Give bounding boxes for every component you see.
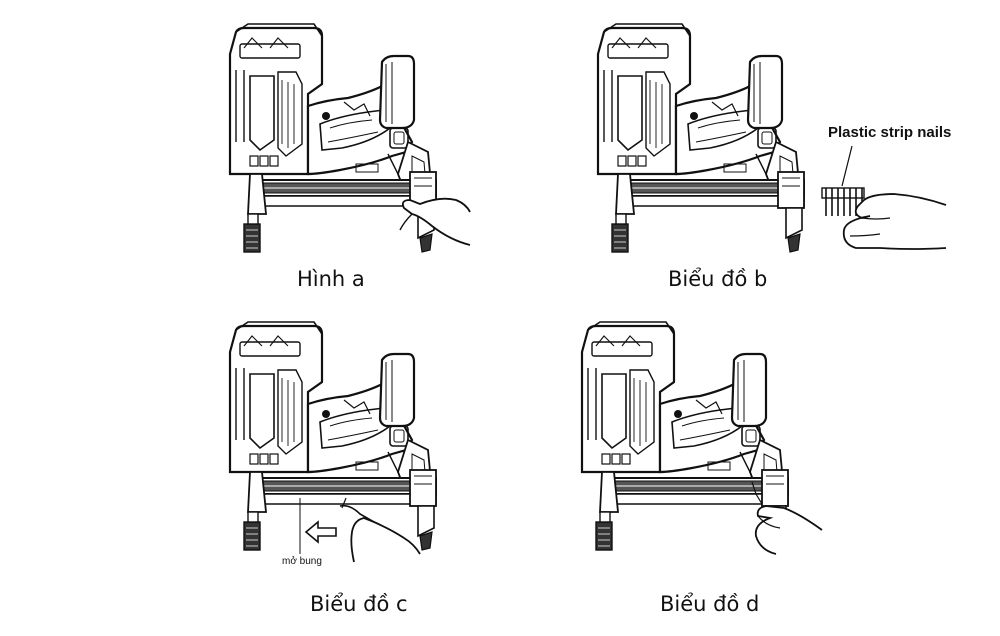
- caption-c: Biểu đồ c: [310, 592, 408, 616]
- caption-b: Biểu đồ b: [668, 267, 768, 291]
- hand-d: [754, 505, 823, 555]
- panel-a: Hình a: [0, 0, 500, 318]
- panel-c: mở bung Biểu đồ c: [0, 318, 500, 636]
- open-direction-arrow: [304, 520, 337, 544]
- callout-plastic-strip-nails: Plastic strip nails: [828, 124, 952, 141]
- label-open: mở bung: [282, 556, 322, 567]
- plastic-strip-nails: [821, 187, 865, 216]
- hand-c: [350, 517, 421, 563]
- caption-d: Biểu đồ d: [660, 592, 760, 616]
- nailer-illustration-a: [228, 22, 471, 254]
- nailer-illustration-c: [228, 320, 438, 563]
- callout-leader: [841, 145, 853, 187]
- panel-d: Biểu đồ d: [500, 318, 1000, 636]
- hand-b: [842, 193, 947, 250]
- panel-b: Plastic strip nails Biểu đồ b: [500, 0, 1000, 318]
- nailer-illustration-b: [596, 22, 947, 254]
- nailer-illustration-d: [580, 320, 823, 555]
- hand-a: [401, 197, 471, 246]
- caption-a: Hình a: [297, 267, 365, 291]
